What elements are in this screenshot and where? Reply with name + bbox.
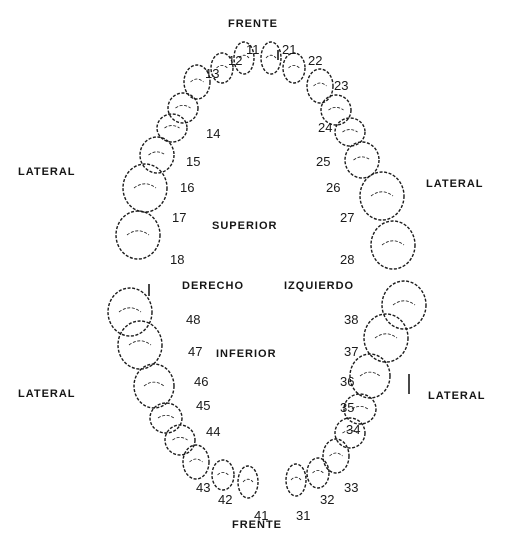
tooth-lower_right-5	[150, 403, 182, 433]
tooth-cusp-line	[313, 470, 324, 473]
tooth-number-38: 38	[344, 312, 358, 327]
tooth-number-31: 31	[296, 508, 310, 523]
tooth-cusp-line	[134, 184, 156, 188]
tooth-cusp-line	[243, 479, 253, 482]
tooth-number-24: 24	[318, 120, 332, 135]
tooth-upper_right-7	[123, 164, 167, 212]
tooth-cusp-line	[127, 231, 149, 235]
tooth-cusp-line	[165, 126, 180, 128]
tooth-upper_right-8	[116, 211, 160, 259]
tooth-number-16: 16	[180, 180, 194, 195]
tooth-cusp-line	[218, 472, 229, 475]
tooth-cusp-line	[354, 157, 371, 160]
tooth-number-25: 25	[316, 154, 330, 169]
superior-label: SUPERIOR	[212, 220, 277, 232]
tooth-number-46: 46	[194, 374, 208, 389]
tooth-number-45: 45	[196, 398, 210, 413]
tooth-number-41: 41	[254, 508, 268, 523]
tooth-upper_left-3	[307, 69, 333, 103]
tooth-number-15: 15	[186, 154, 200, 169]
tooth-number-42: 42	[218, 492, 232, 507]
tooth-number-22: 22	[308, 53, 322, 68]
tooth-cusp-line	[375, 334, 397, 338]
tooth-number-26: 26	[326, 180, 340, 195]
left-side-label: IZQUIERDO	[284, 280, 354, 292]
tooth-number-13: 13	[205, 66, 219, 81]
tooth-number-34: 34	[346, 422, 360, 437]
tooth-lower_right-1	[238, 466, 258, 498]
lateral-label-upper-left: LATERAL	[18, 166, 76, 178]
tooth-lower_left-6	[350, 354, 390, 398]
tooth-number-12: 12	[228, 53, 242, 68]
tooth-number-44: 44	[206, 424, 220, 439]
tooth-cusp-line	[289, 65, 300, 68]
tooth-cusp-line	[191, 79, 204, 82]
tooth-lower_right-8	[108, 288, 152, 336]
tooth-cusp-line	[144, 382, 164, 386]
tooth-upper_left-2	[283, 53, 305, 83]
tooth-cusp-line	[393, 301, 415, 305]
tooth-lower_right-4	[165, 425, 195, 455]
tooth-cusp-line	[329, 107, 344, 110]
tooth-number-35: 35	[340, 400, 354, 415]
tooth-cusp-line	[382, 241, 404, 245]
tooth-cusp-line	[330, 453, 343, 456]
tooth-cusp-line	[158, 415, 174, 418]
tooth-number-11: 11	[246, 42, 260, 57]
tooth-cusp-line	[176, 105, 191, 108]
tooth-cusp-line	[129, 341, 151, 345]
right-side-label: DERECHO	[182, 280, 244, 292]
lateral-label-lower-left: LATERAL	[18, 388, 76, 400]
tooth-number-32: 32	[320, 492, 334, 507]
tooth-cusp-line	[360, 372, 380, 376]
tooth-upper_left-7	[360, 172, 404, 220]
tooth-lower_right-7	[118, 321, 162, 369]
tooth-number-47: 47	[188, 344, 202, 359]
tooth-number-43: 43	[196, 480, 210, 495]
inferior-label: INFERIOR	[216, 348, 277, 360]
tooth-lower_right-6	[134, 364, 174, 408]
tooth-upper_left-8	[371, 221, 415, 269]
tooth-number-33: 33	[344, 480, 358, 495]
tooth-lower_left-2	[307, 458, 329, 488]
tooth-number-27: 27	[340, 210, 354, 225]
tooth-lower_left-3	[323, 439, 349, 473]
tooth-lower_left-7	[364, 314, 408, 362]
tooth-number-14: 14	[206, 126, 220, 141]
tooth-number-28: 28	[340, 252, 354, 267]
tooth-number-36: 36	[340, 374, 354, 389]
tooth-lower_left-1	[286, 464, 306, 496]
tooth-cusp-line	[190, 459, 203, 462]
tooth-number-37: 37	[344, 344, 358, 359]
tooth-cusp-line	[149, 152, 166, 155]
front-label-top: FRENTE	[228, 18, 278, 30]
tooth-number-17: 17	[172, 210, 186, 225]
tooth-lower_left-8	[382, 281, 426, 329]
tooth-lower_right-3	[183, 445, 209, 479]
lateral-label-lower-right: LATERAL	[428, 390, 486, 402]
tooth-number-18: 18	[170, 252, 184, 267]
tooth-cusp-line	[119, 308, 141, 312]
tooth-number-23: 23	[334, 78, 348, 93]
tooth-cusp-line	[314, 83, 327, 86]
tooth-number-21: 21	[282, 42, 296, 57]
tooth-upper_left-6	[345, 142, 379, 178]
tooth-cusp-line	[173, 437, 188, 440]
tooth-number-48: 48	[186, 312, 200, 327]
tooth-upper_right-5	[157, 114, 187, 142]
tooth-cusp-line	[291, 477, 301, 480]
tooth-cusp-line	[371, 192, 393, 196]
tooth-lower_right-2	[212, 460, 234, 490]
tooth-cusp-line	[343, 130, 358, 132]
lateral-label-upper-right: LATERAL	[426, 178, 484, 190]
tooth-cusp-line	[266, 55, 276, 58]
